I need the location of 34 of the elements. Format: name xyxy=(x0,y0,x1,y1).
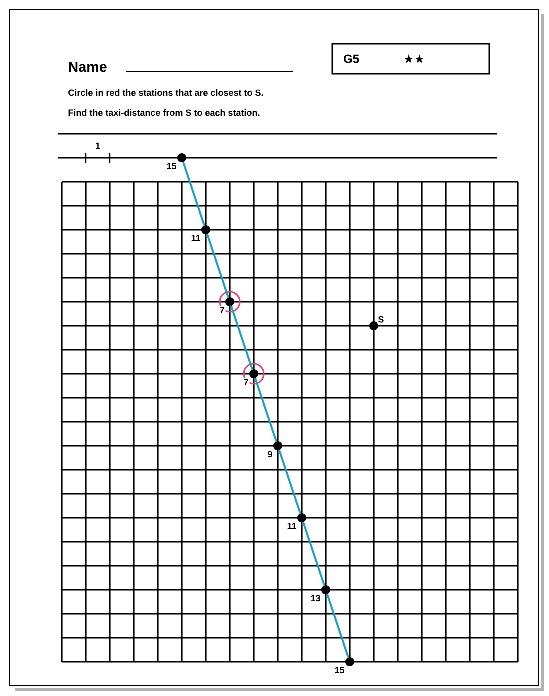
scale-label: 1 xyxy=(96,142,100,150)
answer-circle xyxy=(243,363,265,385)
station-dot xyxy=(322,586,330,594)
station-dot xyxy=(250,370,258,378)
answer-circle xyxy=(219,291,241,313)
station-dot xyxy=(346,658,354,666)
rail-line xyxy=(206,234,230,298)
distance-label: 9 xyxy=(266,450,274,459)
instruction-text: Find the taxi-distance from S to each station. xyxy=(68,109,260,116)
rail-line xyxy=(278,450,302,514)
header-box xyxy=(332,43,490,75)
distance-label: 15 xyxy=(334,666,346,674)
distance-label: S xyxy=(377,315,386,324)
instruction-text: Circle in red the stations that are closest to S. xyxy=(68,89,264,96)
station-dot xyxy=(226,298,234,306)
level-code: G5 xyxy=(344,54,360,64)
rail-line xyxy=(302,522,326,586)
distance-label: 13 xyxy=(310,594,322,603)
difficulty-stars: ★★ xyxy=(404,54,424,64)
station-dot xyxy=(178,154,186,162)
distance-label: 11 xyxy=(286,522,298,530)
rail-line xyxy=(230,306,254,370)
station-dot xyxy=(370,322,378,330)
rail-line xyxy=(182,162,206,226)
station-dot xyxy=(274,442,282,450)
station-dot xyxy=(298,514,306,522)
rail-line xyxy=(254,378,278,442)
rail-line xyxy=(326,594,350,658)
distance-label: 15 xyxy=(166,162,178,170)
distance-label: 11 xyxy=(190,234,202,242)
distance-label: 7 xyxy=(218,306,226,314)
distance-label: 7 xyxy=(242,378,250,386)
station-dot xyxy=(202,226,210,234)
name-label: Name xyxy=(69,62,107,72)
